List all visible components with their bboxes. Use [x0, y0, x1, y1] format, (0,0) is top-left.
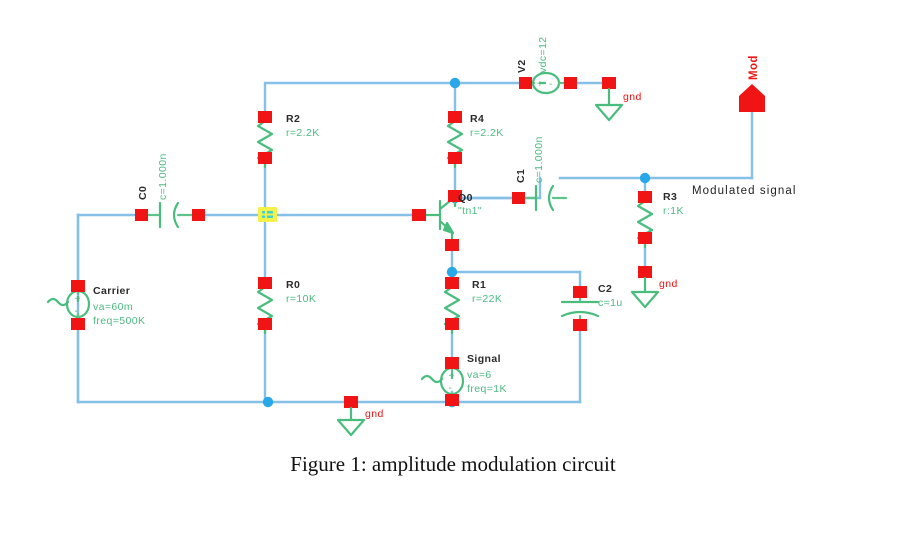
- component-value-r4: r=2.2K: [470, 127, 504, 139]
- annotation-modulated-signal: Modulated signal: [692, 185, 797, 197]
- component-value-r1: r=22K: [472, 293, 502, 305]
- component-label-c0: C0: [137, 186, 149, 200]
- pin: [638, 191, 652, 203]
- component-value-v2: vdc=12: [537, 36, 549, 73]
- component-c2[interactable]: C2 c=1u: [560, 283, 623, 331]
- svg-text:+: +: [449, 371, 455, 382]
- pin: [192, 209, 205, 221]
- pin: [445, 277, 459, 289]
- port-label-mod: Mod: [748, 55, 760, 80]
- svg-text:-: -: [549, 79, 553, 90]
- component-label-r3: R3: [663, 191, 677, 203]
- svg-text:-: -: [75, 306, 79, 317]
- component-r3[interactable]: R3 r:1K: [636, 191, 684, 249]
- component-value-q0: "tn1": [458, 205, 482, 217]
- pin: [564, 77, 577, 89]
- component-r2[interactable]: R2 r=2.2K: [256, 111, 320, 169]
- pin: [258, 277, 272, 289]
- ground-label: gnd: [365, 408, 384, 420]
- component-r4[interactable]: R4 r=2.2K: [446, 111, 504, 169]
- junction-dot-mod: [639, 172, 651, 184]
- component-value-r2: r=2.2K: [286, 127, 320, 139]
- svg-text:+: +: [537, 79, 543, 90]
- component-value-carrier-freq: freq=500K: [93, 315, 145, 327]
- component-label-r2: R2: [286, 113, 300, 125]
- pin: [573, 319, 587, 331]
- pin: [638, 266, 652, 278]
- pin: [448, 111, 462, 123]
- pin: [573, 286, 587, 298]
- component-q0[interactable]: Q0 "tn1": [412, 190, 482, 251]
- component-value-signal-va: va=6: [467, 369, 492, 381]
- component-signal[interactable]: + - Signal va=6 freq=1K: [420, 353, 507, 406]
- pin: [445, 357, 459, 369]
- pin: [512, 192, 525, 204]
- component-value-c0: c=1.000n: [157, 153, 169, 200]
- pin: [258, 318, 272, 330]
- ground-label: gnd: [623, 91, 642, 103]
- pin: [135, 209, 148, 221]
- pin: [638, 232, 652, 244]
- pin: [445, 239, 459, 251]
- pin: [445, 394, 459, 406]
- selected-node-marker[interactable]: [258, 207, 277, 222]
- component-v2[interactable]: + - V2 vdc=12: [516, 36, 577, 95]
- pin: [258, 111, 272, 123]
- pin: [602, 77, 616, 89]
- ground-symbol-r3[interactable]: gnd: [630, 266, 678, 309]
- component-label-r1: R1: [472, 279, 486, 291]
- pin: [71, 280, 85, 292]
- port-mod[interactable]: Mod: [739, 55, 765, 112]
- svg-text:+: +: [75, 294, 81, 305]
- component-r1[interactable]: R1 r=22K: [443, 277, 502, 335]
- junction-dot-bottom-r0: [262, 396, 274, 408]
- component-r0[interactable]: R0 r=10K: [256, 277, 316, 335]
- ground-label: gnd: [659, 278, 678, 290]
- component-label-q0: Q0: [458, 192, 473, 204]
- component-label-carrier: Carrier: [93, 285, 130, 297]
- pin: [448, 190, 462, 202]
- figure-caption: Figure 1: amplitude modulation circuit: [290, 452, 616, 476]
- pin: [412, 209, 426, 221]
- component-value-c1: c=1.000n: [533, 136, 545, 183]
- component-carrier[interactable]: + - Carrier va=60m freq=500K: [46, 280, 145, 330]
- pin: [448, 152, 462, 164]
- junction-dot-emitter: [446, 266, 458, 278]
- component-value-c2: c=1u: [598, 297, 623, 309]
- pin: [258, 152, 272, 164]
- component-label-c1: C1: [515, 169, 527, 183]
- component-value-r3: r:1K: [663, 205, 684, 217]
- ground-symbol-top[interactable]: gnd: [594, 77, 642, 122]
- pin: [71, 318, 85, 330]
- component-c1[interactable]: C1 c=1.000n: [512, 136, 568, 212]
- component-value-signal-freq: freq=1K: [467, 383, 507, 395]
- component-value-r0: r=10K: [286, 293, 316, 305]
- ground-symbol-bottom[interactable]: gnd: [336, 396, 384, 437]
- svg-text:-: -: [449, 383, 453, 394]
- junction-dot-top-r4: [449, 77, 461, 89]
- pin: [344, 396, 358, 408]
- component-label-signal: Signal: [467, 353, 501, 365]
- component-label-r4: R4: [470, 113, 484, 125]
- pin: [445, 318, 459, 330]
- component-label-v2: V2: [516, 59, 528, 73]
- component-label-c2: C2: [598, 283, 612, 295]
- pin: [519, 77, 532, 89]
- component-value-carrier-va: va=60m: [93, 301, 133, 313]
- component-c0[interactable]: C0 c=1.000n: [135, 153, 205, 229]
- component-label-r0: R0: [286, 279, 300, 291]
